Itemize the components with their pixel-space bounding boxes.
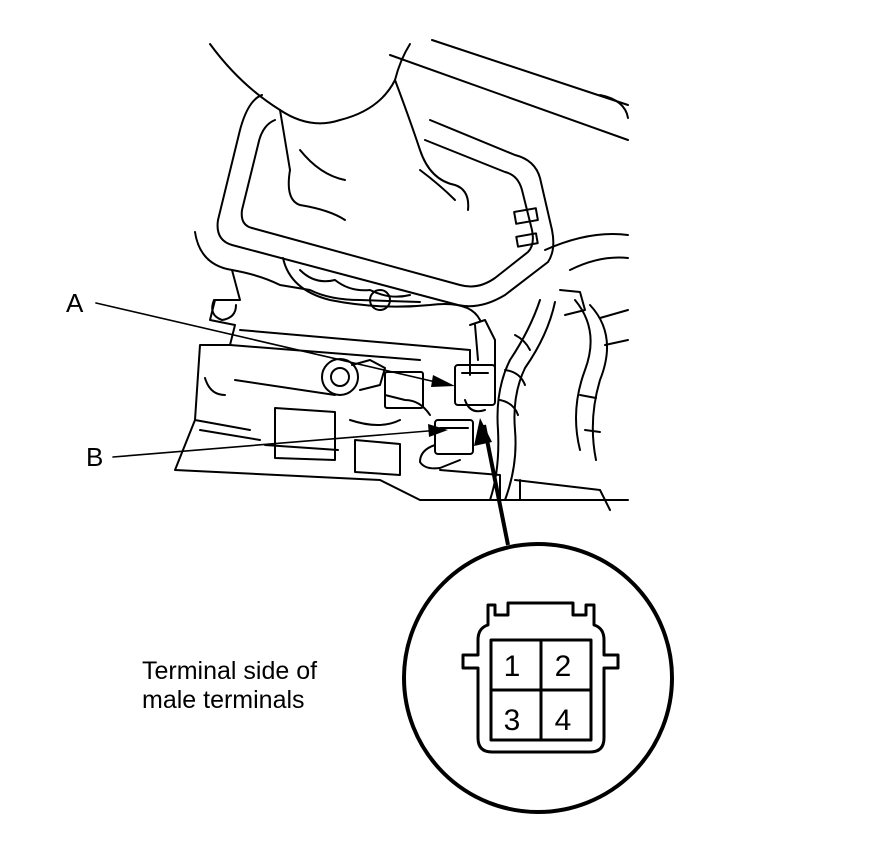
shifter-base xyxy=(194,231,481,441)
wire-harness xyxy=(489,289,629,501)
pin-2: 2 xyxy=(555,650,572,683)
shift-boot xyxy=(209,43,470,221)
connector-a xyxy=(454,319,496,413)
callout-a: A xyxy=(66,288,84,318)
pin-3: 3 xyxy=(504,704,521,737)
leader-lines xyxy=(95,302,441,458)
caption-line-1: Terminal side of xyxy=(142,657,318,685)
leader-b-arrowhead xyxy=(428,424,448,437)
mounting-bolt xyxy=(321,358,386,396)
console-panel-lines xyxy=(389,39,629,271)
callout-b: B xyxy=(86,442,104,472)
leader-a-arrowhead xyxy=(431,375,455,387)
detail-caption: Terminal side of male terminals xyxy=(142,657,317,715)
detail-pointer-arrow xyxy=(474,418,510,546)
connector-b xyxy=(349,371,474,470)
detail-circle xyxy=(402,542,674,814)
indicator-housing xyxy=(216,94,555,308)
pin-1: 1 xyxy=(504,650,521,683)
caption-line-2: male terminals xyxy=(142,686,305,714)
pin-4: 4 xyxy=(555,704,572,737)
floor-plates xyxy=(174,407,629,511)
connector-face-icon xyxy=(461,601,620,754)
